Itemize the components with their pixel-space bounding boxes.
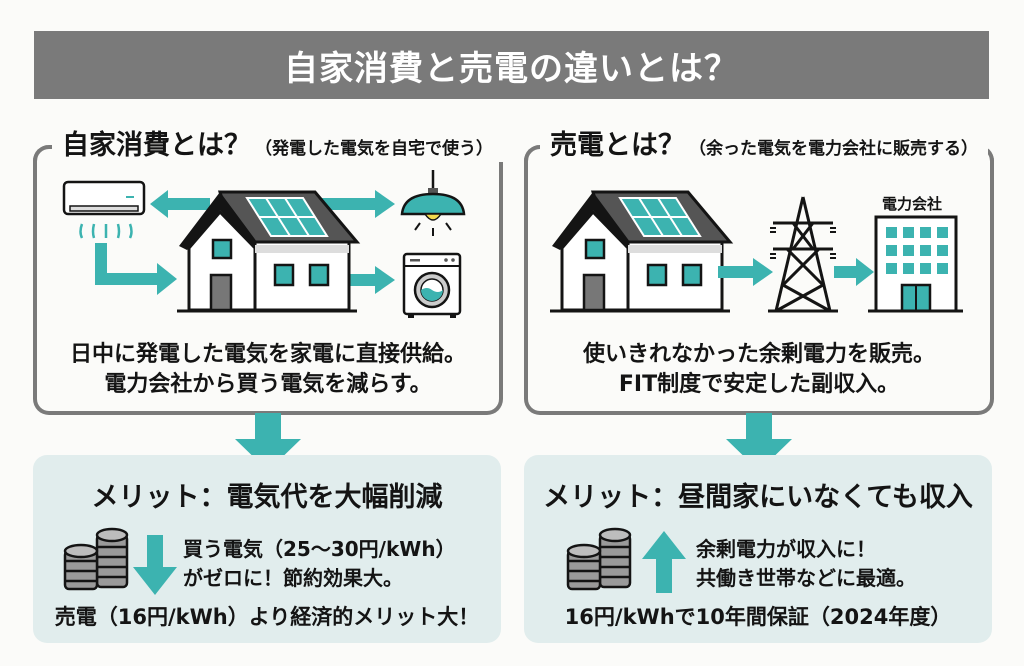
page-title: 自家消費と売電の違いとは？ [284, 48, 739, 89]
merit-footer: 売電（16円/kWh）より経済的メリット大！ [54, 605, 480, 629]
arrow-to-building-icon [834, 258, 874, 286]
coin-stack-icon [566, 527, 632, 591]
heading-sub: （余った電気を電力会社に販売する） [689, 139, 978, 159]
ceiling-lamp-icon [400, 170, 466, 236]
washing-machine-icon [402, 252, 462, 318]
merit-title: メリット：昼間家にいなくても収入 [543, 482, 973, 513]
merit-body-line: 買う電気（25～30円/kWh） [183, 537, 456, 561]
merit-footer: 16円/kWhで10年間保証（2024年度） [564, 605, 952, 629]
merit-title: メリット：電気代を大幅削減 [91, 482, 443, 513]
merit-body-line: 共働き世帯などに最適。 [696, 566, 916, 590]
power-tower-icon [768, 196, 838, 313]
self-consumption-description: 日中に発電した電気を家電に直接供給。 電力会社から買う電気を減らす。 [33, 340, 503, 400]
arrow-down-icon [133, 535, 177, 595]
merit-body-line: 余剰電力が収入に！ [696, 537, 876, 561]
description-line: 電力会社から買う電気を減らす。 [104, 372, 432, 397]
building-icon [868, 215, 963, 313]
heading-main: 売電とは？ [550, 130, 685, 161]
description-line: 日中に発電した電気を家電に直接供給。 [69, 342, 466, 367]
merit-body: 余剰電力が収入に！ 共働き世帯などに最適。 [696, 535, 916, 593]
selling-power-heading: 売電とは？ （余った電気を電力会社に販売する） [540, 123, 988, 162]
panel-corner [33, 145, 53, 165]
selling-power-merit-box: メリット：昼間家にいなくても収入 余剰電力が収入に！ 共働き世帯などに最適。 1… [524, 455, 992, 643]
arrow-to-tower-icon [718, 258, 773, 286]
arrow-from-air-conditioner-icon [95, 243, 177, 295]
building-label: 電力会社 [882, 195, 943, 213]
title-banner: 自家消費と売電の違いとは？ [34, 31, 989, 99]
self-consumption-heading: 自家消費とは？ （発電した電気を自宅で使う） [52, 123, 503, 162]
merit-body-line: がゼロに！節約効果大。 [183, 566, 403, 590]
description-line: 使いきれなかった余剰電力を販売。 [582, 342, 935, 367]
merit-body: 買う電気（25～30円/kWh） がゼロに！節約効果大。 [183, 535, 456, 593]
arrow-up-icon [642, 531, 686, 593]
description-line: FIT制度で安定した副収入。 [618, 372, 900, 397]
heading-main: 自家消費とは？ [62, 130, 251, 161]
self-consumption-merit-box: メリット：電気代を大幅削減 買う電気（25～30円/kWh） がゼロに！節約効果… [33, 455, 501, 643]
house-solar-icon [550, 190, 734, 313]
arrow-to-washing-machine-icon [340, 266, 395, 294]
panel-corner [524, 145, 544, 165]
selling-power-description: 使いきれなかった余剰電力を販売。 FIT制度で安定した副収入。 [524, 340, 994, 400]
air-conditioner-icon [62, 180, 146, 239]
coin-stack-icon [63, 527, 129, 591]
arrow-to-lamp-icon [300, 190, 395, 218]
house-solar-icon [177, 190, 361, 313]
arrow-to-air-conditioner-icon [150, 190, 210, 218]
heading-sub: （発電した電気を自宅で使う） [255, 139, 493, 159]
